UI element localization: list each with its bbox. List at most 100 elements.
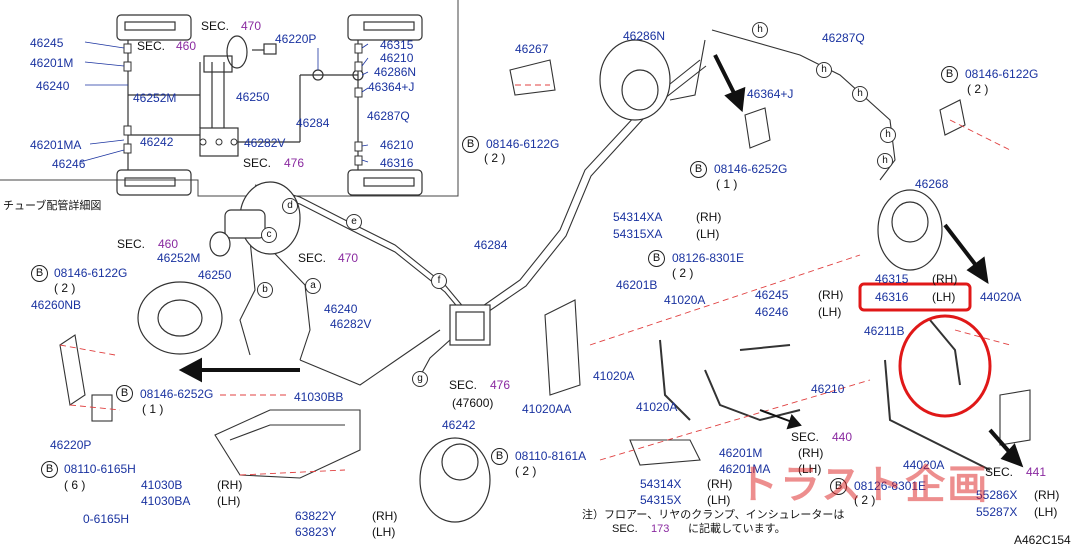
quantity: ( 2 ) (854, 493, 876, 507)
part-number: 46210 (811, 382, 845, 396)
bolt-symbol-b: B (31, 265, 48, 282)
part-number: 54314X (640, 477, 682, 491)
quantity: ( 2 ) (54, 281, 76, 295)
inset-nodes (123, 43, 363, 166)
quantity: ( 1 ) (716, 177, 738, 191)
part-number: 46315 (875, 272, 909, 286)
part-number: 41030BA (141, 494, 191, 508)
part-number: 46260NB (31, 298, 82, 312)
sec-label: SEC. (201, 19, 230, 33)
quantity: ( 2 ) (967, 82, 989, 96)
bolt-symbol-b: B (41, 461, 58, 478)
part-number: 54315X (640, 493, 682, 507)
part-number: 46286N (374, 65, 417, 79)
part-number: 08110-8161A (515, 449, 587, 463)
part-number: 54315XA (613, 227, 663, 241)
note-line-2: に記載しています。 (688, 523, 786, 535)
inset-caption: チューブ配管詳細図 (3, 200, 102, 212)
part-number: 44020A (980, 290, 1022, 304)
part-number: 41030B (141, 478, 183, 492)
part-number: 46282V (244, 136, 286, 150)
red-highlights (858, 282, 992, 418)
part-number: 55287X (976, 505, 1018, 519)
brake-units (137, 39, 943, 523)
direction-arrows (178, 54, 1024, 468)
side-designator: (LH) (372, 525, 396, 539)
part-number: 46286N (623, 29, 666, 43)
route-marker: b (257, 282, 273, 298)
part-number: 46211B (864, 324, 905, 338)
inset-leaders (79, 41, 369, 163)
figure-code: A462C154 (1014, 533, 1071, 547)
side-designator: (LH) (217, 494, 241, 508)
sec-ref[interactable]: 441 (1026, 465, 1047, 479)
side-designator: (RH) (818, 288, 844, 302)
inset-box (0, 0, 459, 197)
part-number: 55286X (976, 488, 1018, 502)
brackets (59, 59, 1031, 466)
side-designator: (RH) (372, 509, 398, 523)
sec-label: SEC. (243, 156, 272, 170)
part-number: 46245 (755, 288, 789, 302)
part-number: 46250 (198, 268, 232, 282)
part-number: 41020A (593, 369, 635, 383)
sec-ref[interactable]: 476 (284, 156, 305, 170)
route-marker: a (305, 278, 321, 294)
route-marker: h (877, 153, 893, 169)
part-number: 08146-6122G (965, 67, 1039, 81)
part-number: 08146-6122G (486, 137, 560, 151)
sec-ref[interactable]: 460 (176, 39, 197, 53)
quantity: ( 1 ) (142, 402, 164, 416)
bolt-symbol-b: B (830, 478, 847, 495)
quantity: ( 2 ) (672, 266, 694, 280)
part-number: 41020AA (522, 402, 572, 416)
note-sec-ref[interactable]: 173 (651, 523, 670, 535)
part-number: 46287Q (822, 31, 865, 45)
part-number: 46201M (719, 446, 763, 460)
part-number: 46201MA (719, 462, 771, 476)
quantity: ( 2 ) (515, 464, 537, 478)
bolt-symbol-b: B (941, 66, 958, 83)
part-number: 41030BB (294, 390, 344, 404)
part-number: 46250 (236, 90, 270, 104)
sec-ref[interactable]: 440 (832, 430, 853, 444)
part-number: 46242 (140, 135, 174, 149)
small-arrow (759, 409, 802, 430)
hoses (659, 319, 991, 471)
part-number: 46282V (330, 317, 372, 331)
note-line-1: 注）フロアー、リヤのクランプ、インシュレーターは (582, 509, 845, 521)
part-number: 08126-8301E (854, 479, 927, 493)
route-marker: g (412, 371, 428, 387)
part-number: 46364+J (368, 80, 415, 94)
part-number: 46242 (442, 418, 476, 432)
sec-ref[interactable]: 476 (490, 378, 511, 392)
part-ref: (47600) (452, 396, 494, 410)
part-number: 46240 (324, 302, 358, 316)
quantity: ( 6 ) (64, 478, 86, 492)
part-number: 46240 (36, 79, 70, 93)
part-number: 41020A (664, 293, 706, 307)
part-number: 08146-6252G (140, 387, 214, 401)
sec-label: SEC. (137, 39, 166, 53)
part-number: 46201M (30, 56, 74, 70)
part-number: 46201MA (30, 138, 82, 152)
bolt-symbol-b: B (648, 250, 665, 267)
sec-ref[interactable]: 460 (158, 237, 179, 251)
side-designator: (RH) (217, 478, 243, 492)
sec-label: SEC. (449, 378, 478, 392)
part-number: 46284 (474, 238, 508, 252)
side-designator: (RH) (798, 446, 824, 460)
side-designator: (LH) (932, 290, 956, 304)
part-number: 46252M (157, 251, 201, 265)
dashed-leaders (59, 84, 1011, 476)
route-marker: h (752, 22, 768, 38)
route-marker: h (880, 127, 896, 143)
watermark-logo: トラスト企画 (738, 462, 990, 508)
part-number: 08146-6122G (54, 266, 128, 280)
sec-ref[interactable]: 470 (338, 251, 359, 265)
sec-ref[interactable]: 470 (241, 19, 262, 33)
part-number: 46210 (380, 51, 414, 65)
part-number: 46267 (515, 42, 549, 56)
route-marker: f (431, 273, 447, 289)
